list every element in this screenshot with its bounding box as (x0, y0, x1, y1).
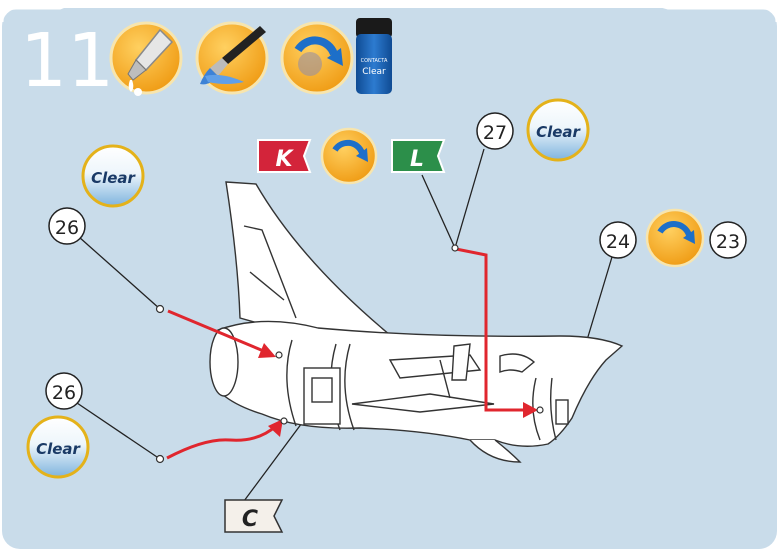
glue-tube-icon (109, 21, 183, 96)
part-number-23: 23 (709, 221, 747, 259)
paint-jar-label: Clear (362, 67, 386, 77)
clear-badge-text: Clear (536, 123, 581, 141)
paint-jar-label-top: CONTACTA (361, 58, 388, 64)
part-number-24: 24 (599, 221, 637, 259)
part-27-label: 27 (483, 122, 507, 144)
part-number-26-top: 26 (48, 207, 86, 245)
decal-l-label: L (410, 147, 424, 172)
decal-flag-l: L (391, 139, 446, 173)
assembly-arrows (166, 247, 528, 460)
decal-c-label: C (242, 507, 258, 532)
part-number-27: 27 (476, 112, 514, 150)
part-24-label: 24 (606, 231, 630, 253)
clear-badge-text: Clear (91, 169, 136, 187)
step-number: 11 (20, 18, 114, 104)
rotate-icon-right (645, 208, 705, 268)
decal-flag-c: C (224, 499, 284, 533)
clear-badge-top-right: Clear (526, 98, 590, 162)
part-26-bottom-label: 26 (52, 382, 76, 404)
decal-k-label: K (275, 147, 294, 172)
part-markers (155, 244, 544, 464)
part-26-top-label: 26 (55, 217, 79, 239)
part-number-26-bottom: 26 (45, 372, 83, 410)
arrow-heads (258, 343, 538, 437)
decal-flag-k: K (257, 139, 312, 173)
rotate-icon (280, 21, 354, 95)
clear-badge-left-bottom: Clear (26, 415, 90, 479)
fuselage-drawing (209, 181, 624, 463)
paint-jar-icon: CONTACTA Clear (356, 18, 392, 94)
rotate-icon-small (320, 127, 378, 185)
clear-badge-left-top: Clear (81, 144, 145, 208)
paintbrush-icon (195, 21, 269, 95)
part-23-label: 23 (716, 231, 740, 253)
clear-badge-text: Clear (36, 440, 81, 458)
